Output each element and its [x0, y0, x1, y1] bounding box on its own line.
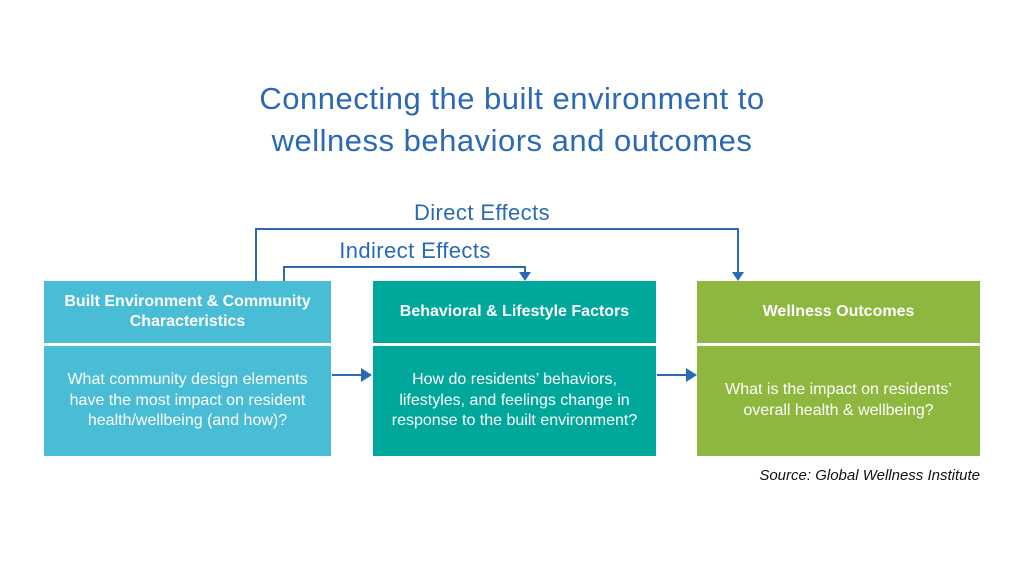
direct-connector-top-segment — [255, 228, 739, 230]
flow-arrow-1-line — [332, 374, 361, 376]
box-wellness-outcomes-body: What is the impact on residents’ overall… — [697, 346, 980, 456]
direct-connector-right-segment — [737, 228, 739, 273]
indirect-connector-left-segment — [283, 266, 285, 281]
box-behavioral-lifestyle-body: How do residents’ behaviors, lifestyles,… — [373, 346, 656, 456]
indirect-connector-right-segment — [524, 266, 526, 273]
direct-connector-arrow-icon — [732, 272, 744, 281]
box-built-environment: Built Environment & Community Characteri… — [44, 281, 331, 456]
flow-arrow-1-head-icon — [361, 368, 372, 382]
source-credit: Source: Global Wellness Institute — [759, 467, 980, 484]
flow-arrow-2-head-icon — [686, 368, 697, 382]
box-built-environment-header: Built Environment & Community Characteri… — [44, 281, 331, 343]
direct-connector-left-segment — [255, 228, 257, 281]
page-title: Connecting the built environment to well… — [0, 78, 1024, 162]
page-title-line-1: Connecting the built environment to — [259, 81, 765, 116]
box-wellness-outcomes: Wellness Outcomes What is the impact on … — [697, 281, 980, 456]
indirect-effects-label: Indirect Effects — [339, 238, 491, 263]
box-behavioral-lifestyle-header: Behavioral & Lifestyle Factors — [373, 281, 656, 343]
box-behavioral-lifestyle: Behavioral & Lifestyle Factors How do re… — [373, 281, 656, 456]
box-built-environment-body: What community design elements have the … — [44, 346, 331, 456]
indirect-connector-top-segment — [283, 266, 525, 268]
page-title-line-2: wellness behaviors and outcomes — [271, 122, 753, 158]
box-wellness-outcomes-header: Wellness Outcomes — [697, 281, 980, 343]
indirect-connector-arrow-icon — [519, 272, 531, 281]
flow-arrow-2-line — [657, 374, 686, 376]
direct-effects-label: Direct Effects — [413, 200, 550, 225]
